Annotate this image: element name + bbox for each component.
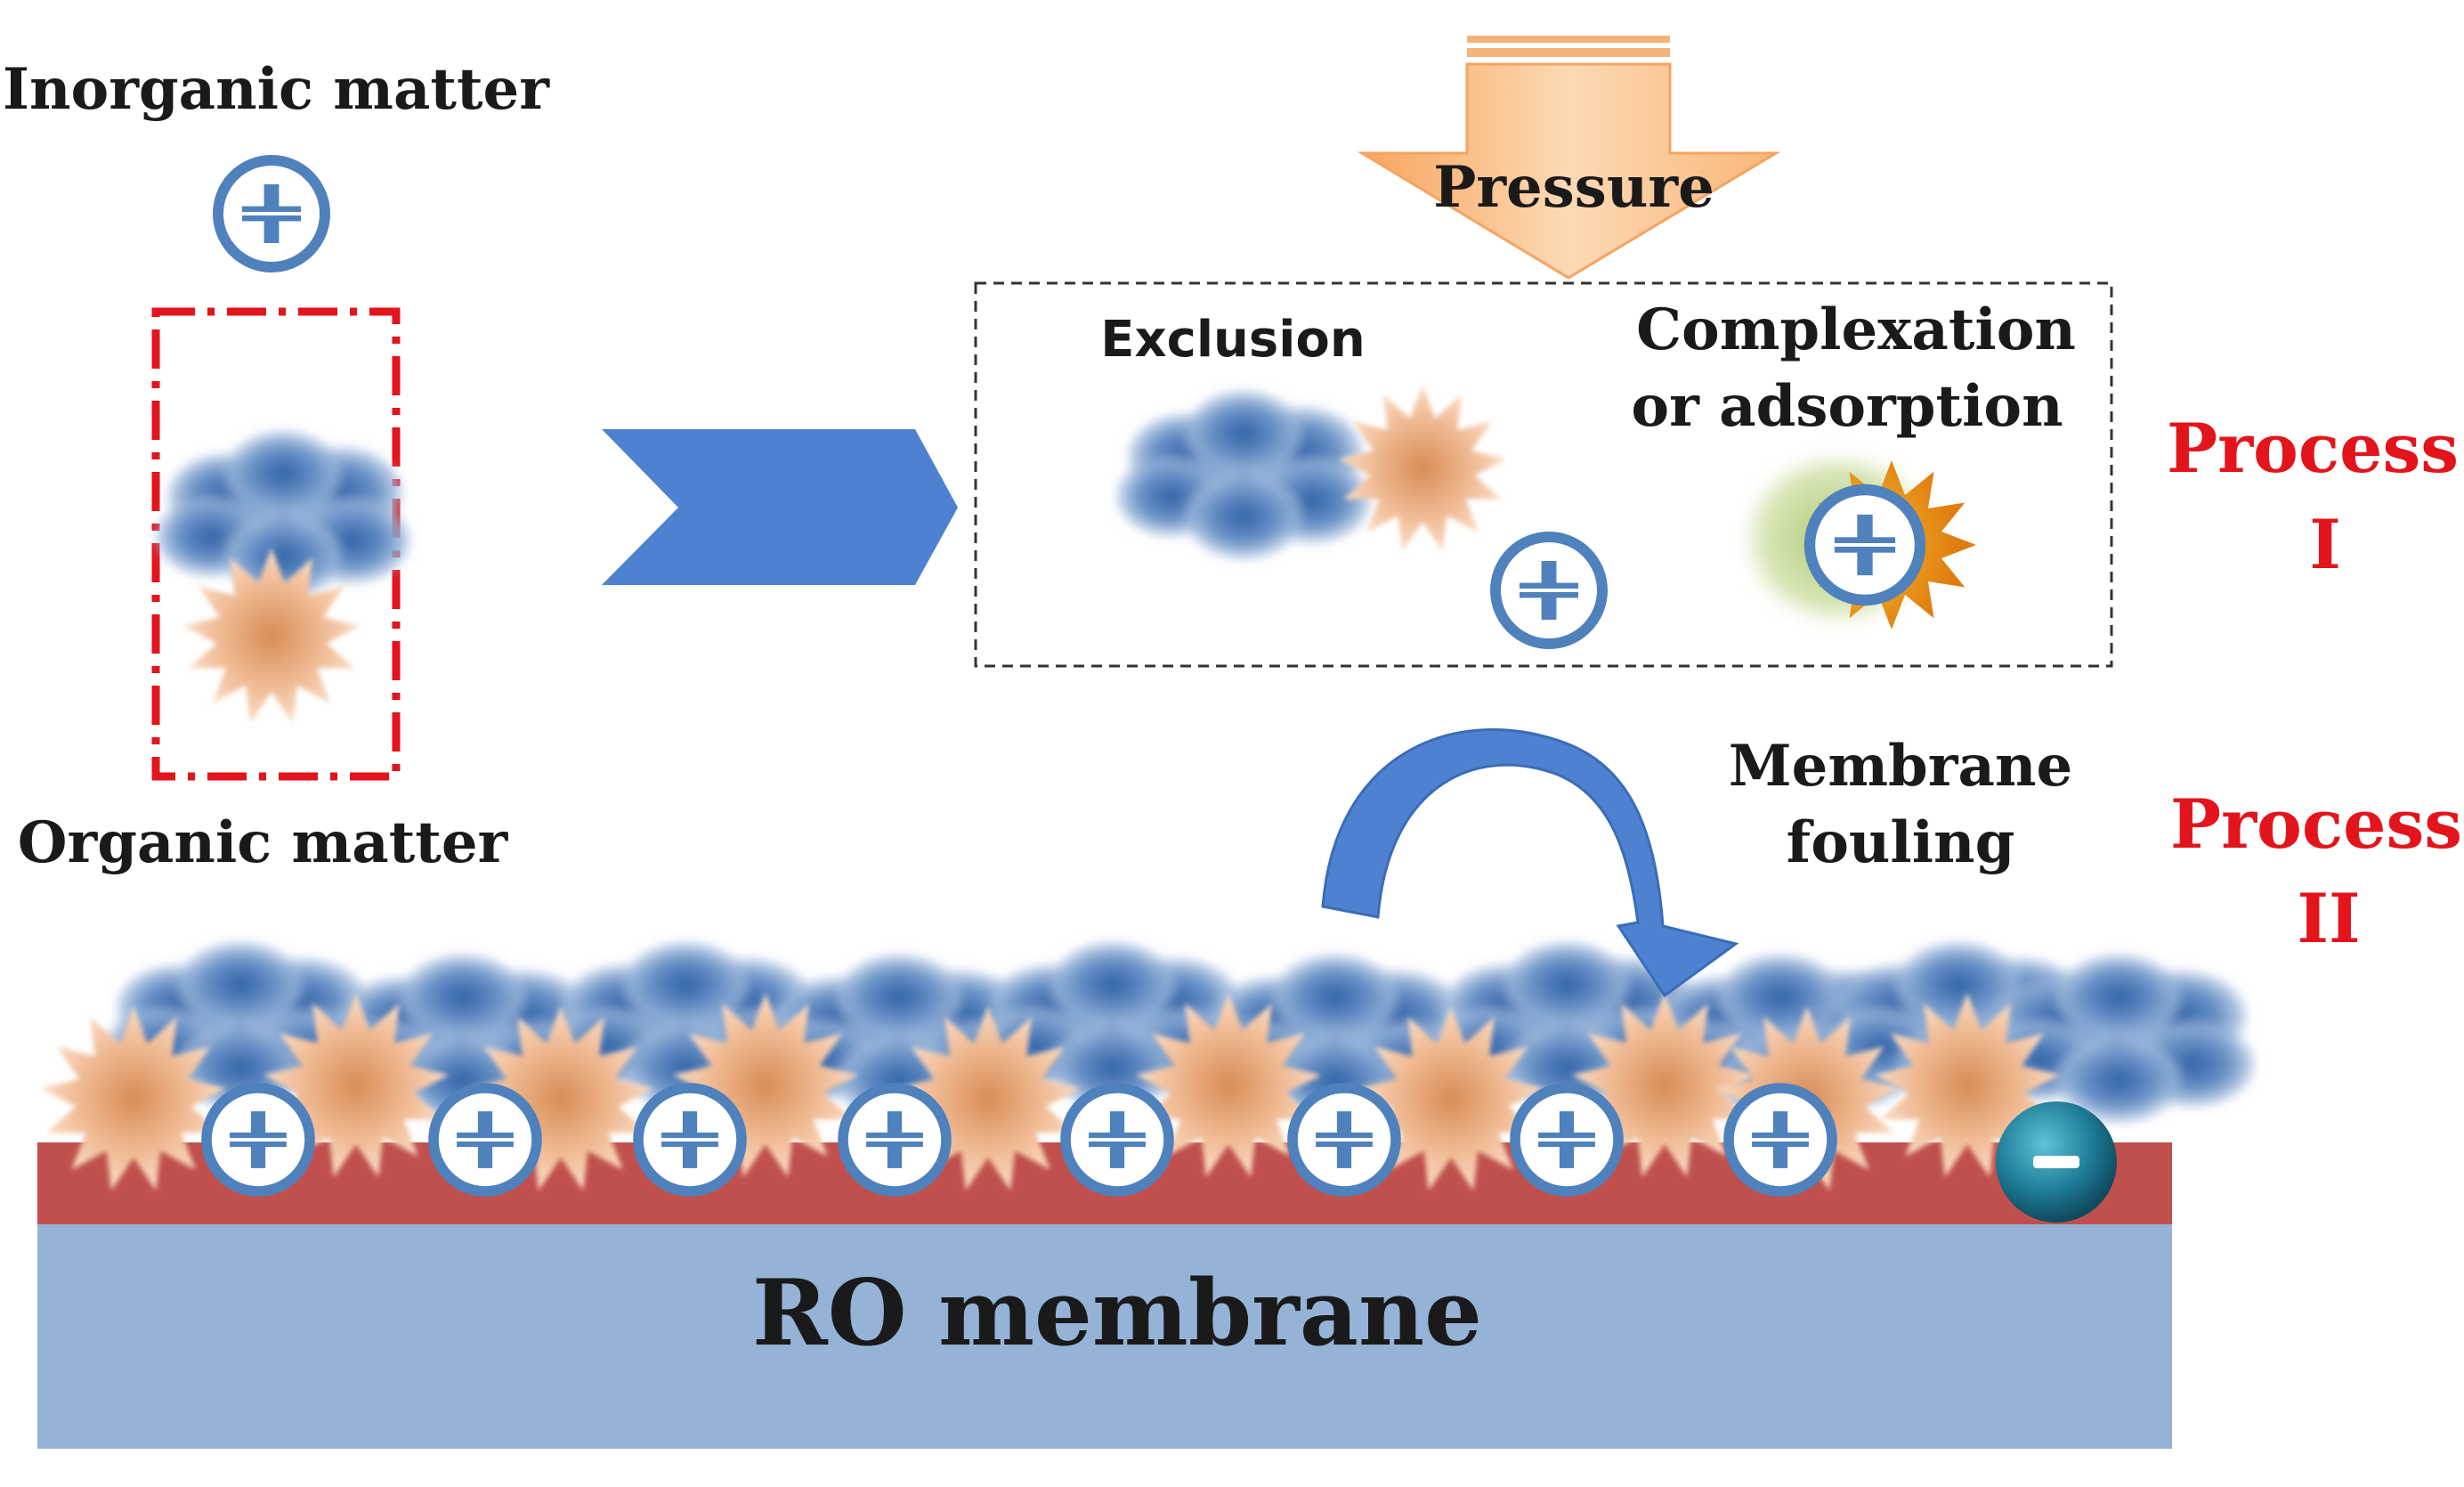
anion-minus-icon: [1996, 1101, 2117, 1223]
process-one-numeral: I: [2309, 505, 2341, 584]
cation-plus-icon: [1287, 1083, 1401, 1197]
cation-plus-icon: [213, 155, 330, 272]
cation-plus-icon: [1803, 483, 1926, 606]
organic-matter-label: Organic matter: [18, 809, 509, 876]
orange-star-icon: [1338, 385, 1507, 552]
blue-cloud-icon: [1983, 955, 2254, 1123]
orange-star-icon: [1135, 993, 1322, 1177]
orange-star-icon: [40, 1006, 227, 1190]
membrane-body: [37, 1222, 2172, 1449]
cation-plus-icon: [201, 1083, 315, 1197]
pressure-label: Pressure: [1433, 154, 1714, 221]
cation-plus-icon: [428, 1083, 542, 1197]
process-one-box: [974, 281, 2113, 668]
organic-matter-group: [157, 431, 409, 724]
cation-plus-icon: [1723, 1083, 1837, 1197]
process-one-word: Process: [2167, 409, 2459, 488]
membrane-label: RO membrane: [752, 1260, 1482, 1367]
pressure-arrow-icon: [1357, 36, 1781, 280]
orange-star-icon: [1358, 1006, 1544, 1190]
inorganic-matter-label: Inorganic matter: [3, 56, 550, 123]
cation-plus-icon: [1490, 532, 1608, 649]
cation-plus-icon: [838, 1083, 952, 1197]
complexation-label-line1: Complexation: [1636, 297, 2076, 363]
process-two-numeral: II: [2297, 879, 2360, 958]
membrane-fouling-label-line2: fouling: [1787, 809, 2015, 876]
curved-arrow-icon: [1321, 727, 1739, 998]
exclusion-label: Exclusion: [1100, 311, 1366, 369]
membrane-fouling-label-line1: Membrane: [1729, 733, 2072, 800]
process-two-word: Process: [2170, 784, 2462, 864]
blue-cloud-icon: [157, 431, 409, 599]
cation-plus-icon: [1510, 1083, 1624, 1197]
cation-plus-icon: [1060, 1083, 1174, 1197]
chevron-arrow-icon: [602, 429, 958, 585]
orange-star-icon: [182, 548, 361, 724]
exclusion-illustration: [1117, 385, 1608, 649]
blue-cloud-icon: [1117, 391, 1370, 559]
fouling-layer: [40, 942, 2254, 1223]
organic-matter-dashdot-box: [151, 307, 401, 781]
complexation-label-line2: or adsorption: [1631, 373, 2063, 440]
cation-plus-icon: [633, 1083, 747, 1197]
complexation-illustration: [1740, 450, 1976, 630]
cation-plus-icon: [213, 155, 330, 272]
